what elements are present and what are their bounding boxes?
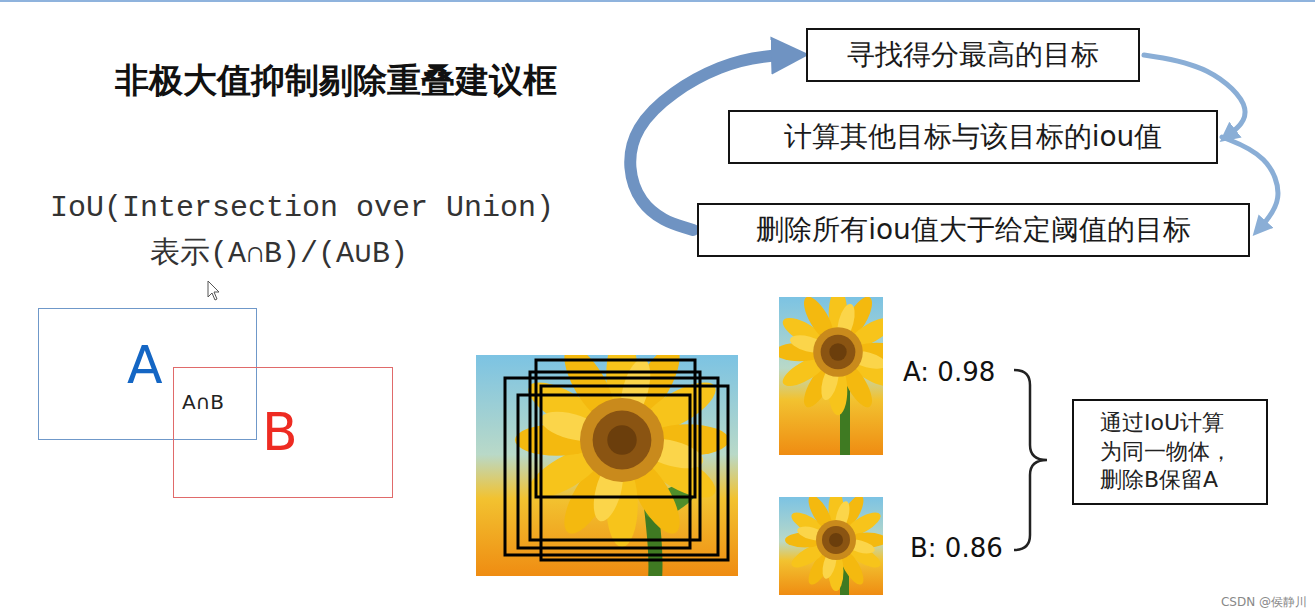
score-label: B: 0.86 xyxy=(910,533,1003,564)
definition-heading: IoU(Intersection over Union) xyxy=(50,190,554,226)
box-text: B xyxy=(262,406,298,458)
mouse-cursor xyxy=(208,281,219,300)
slide-title: 非极大值抑制剔除重叠建议框 xyxy=(115,58,557,104)
process-box: 计算其他目标与该目标的iou值 xyxy=(728,110,1218,164)
box-text: 删除所有iou值大于给定阈值的目标 xyxy=(717,211,1230,249)
proposal-boxes xyxy=(505,360,728,560)
box-b: B xyxy=(173,367,393,498)
sunflower-photo xyxy=(476,355,738,576)
watermark: CSDN @侯静川 xyxy=(1221,595,1307,609)
definition-formula: 表示(A∩B)/(A∪B) xyxy=(150,236,408,272)
box-text: 通过IoU计算为同一物体，删除B保留A xyxy=(1100,409,1240,495)
box-text: 计算其他目标与该目标的iou值 xyxy=(748,118,1198,156)
top-rule xyxy=(0,0,1315,2)
grouping-bracket xyxy=(1014,370,1047,550)
box-text: A xyxy=(127,339,163,391)
crop-a-photo xyxy=(779,297,883,455)
box-a: A xyxy=(38,308,257,440)
process-box: 删除所有iou值大于给定阈值的目标 xyxy=(697,203,1250,257)
result-box: 通过IoU计算为同一物体，删除B保留A xyxy=(1072,399,1268,505)
score-label: A: 0.98 xyxy=(903,357,995,388)
box-text: 寻找得分最高的目标 xyxy=(826,36,1120,74)
process-box: 寻找得分最高的目标 xyxy=(806,28,1140,82)
intersection-label: A∩B xyxy=(182,390,224,414)
crop-b-photo xyxy=(779,497,883,595)
